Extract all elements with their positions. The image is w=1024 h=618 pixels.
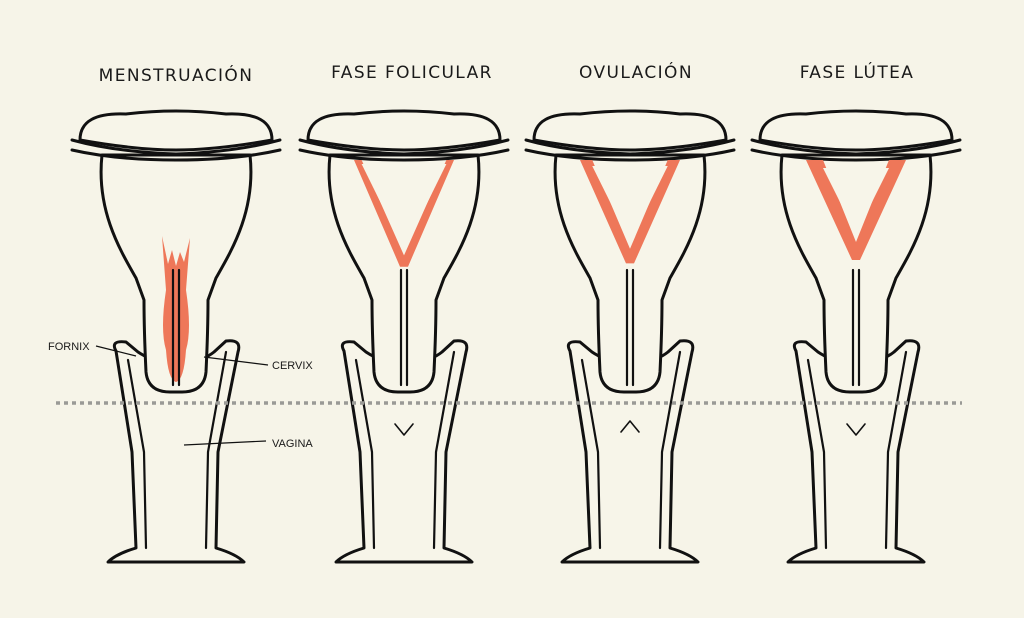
down-chevron-marker (394, 423, 414, 436)
uterine-cavity (823, 168, 889, 234)
cervical-canal (851, 268, 861, 387)
uterine-fundus (532, 109, 728, 152)
uterus-figure-4 (750, 109, 962, 564)
endometrium-lining (806, 160, 906, 260)
fallopian-tube-right (524, 148, 736, 162)
uterine-fundus (758, 109, 954, 152)
uterus-body-outline (553, 153, 707, 394)
fornix-leader-line (95, 345, 137, 357)
cervical-canal (399, 268, 409, 387)
fallopian-tube-right (70, 148, 282, 162)
cervix-label: CERVIX (272, 360, 313, 372)
down-chevron-marker (846, 423, 866, 436)
fallopian-tube-right (298, 148, 510, 162)
fallopian-tube-left (750, 138, 962, 156)
fornix-label: FORNIX (48, 341, 90, 353)
uterine-fundus (306, 109, 502, 152)
cervical-canal (171, 268, 181, 387)
uterus-body-outline (779, 153, 933, 394)
phase-title-fase-lutea: FASE LÚTEA (800, 61, 915, 83)
fallopian-tube-left (70, 138, 282, 156)
phase-title-ovulacion: OVULACIÓN (579, 61, 693, 83)
uterus-illustrations (70, 109, 962, 564)
uterus-figure-3 (524, 109, 736, 564)
fallopian-tube-left (524, 138, 736, 156)
endometrium-lining (580, 160, 680, 264)
fallopian-tube-left (298, 138, 510, 156)
up-chevron-marker (620, 420, 640, 433)
cervical-canal (625, 268, 635, 387)
vagina-label: VAGINA (272, 438, 313, 450)
vagina-leader-line (183, 440, 267, 446)
uterus-figure-1 (70, 109, 282, 564)
uterine-cavity (592, 165, 668, 243)
uterus-figure-2 (298, 109, 510, 564)
phase-title-menstruacion: MENSTRUACIÓN (99, 64, 254, 86)
uterine-fundus (78, 109, 274, 152)
uterus-body-outline (327, 153, 481, 394)
menstrual-flow (162, 236, 190, 382)
vagina-inner-wall-right (432, 350, 456, 550)
endometrium-lining (354, 160, 454, 267)
uterine-cavity (361, 163, 447, 251)
vagina-inner-wall-left (806, 358, 828, 550)
vagina-inner-wall-right (204, 350, 228, 550)
vagina-inner-wall-left (580, 358, 602, 550)
fallopian-tube-right (750, 148, 962, 162)
vagina-inner-wall-right (884, 350, 908, 550)
phase-title-fase-folicular: FASE FOLICULAR (331, 63, 493, 83)
vagina-inner-wall-right (658, 350, 682, 550)
vagina-inner-wall-left (354, 358, 376, 550)
cervix-leader-line (203, 356, 269, 366)
vagina-inner-wall-left (126, 358, 148, 550)
